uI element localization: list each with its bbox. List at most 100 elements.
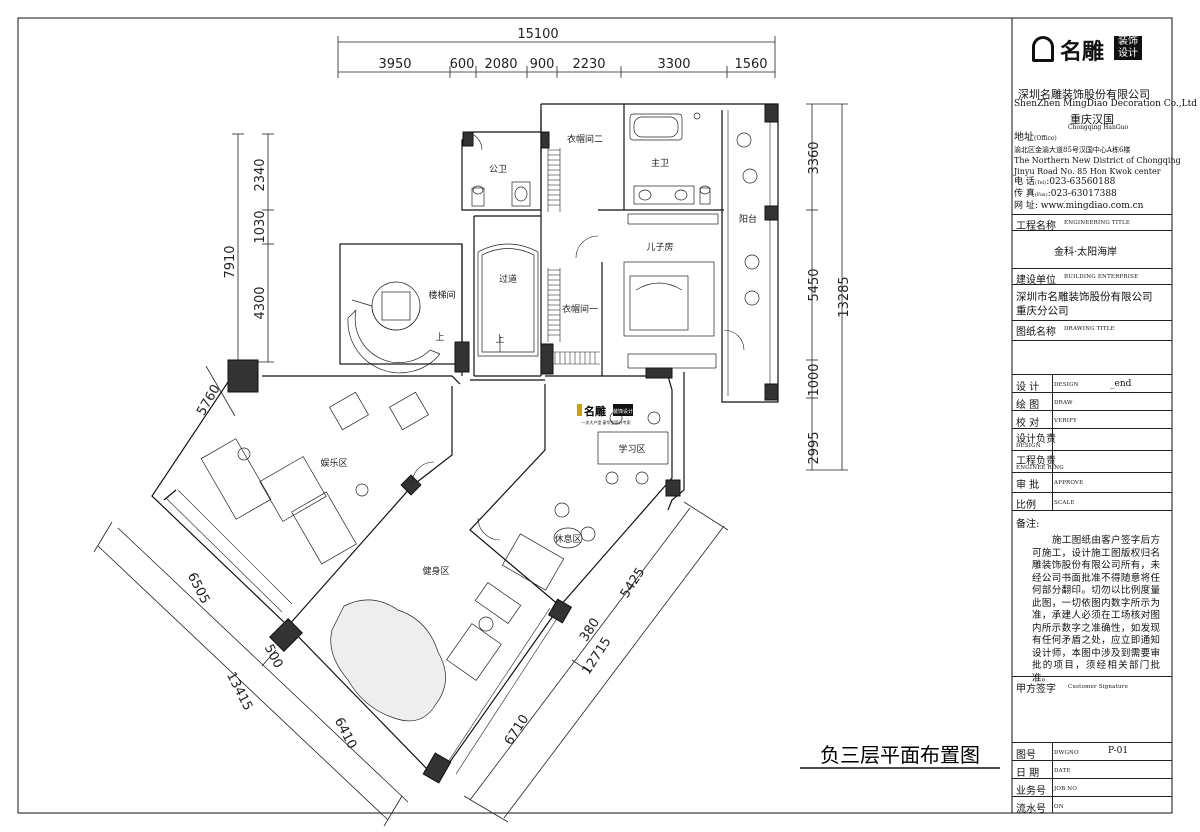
notes-row: 备注: 施工图纸由客户签字后方可施工，设计施工图版权归名雕装饰股份有限公司所有，… [1012,510,1172,684]
room-leisure: 休息区 [554,533,581,545]
dim-top-seg: 2230 [572,57,605,72]
dim-top-seg: 2080 [484,57,517,72]
room-child: 儿子房 [646,241,673,253]
room-closet2: 衣帽间二 [567,133,603,145]
corridor-outline [477,243,539,357]
room-balcony: 阳台 [739,213,757,225]
study-furniture [597,411,669,485]
dim-bl: 13415 [223,670,255,714]
dim-bl: 6505 [184,570,212,606]
dim-right-total: 13285 [837,276,852,317]
design-row: 设 计 DESIGN _end [1012,374,1172,393]
stair-up-label: 上 [435,332,444,343]
title-block: 名雕 装饰设计 深圳名雕装饰股份有限公司 ShenZhen MingDiao D… [1012,18,1197,815]
serial-label: 流水号 [1016,804,1046,815]
room-public-bath: 公卫 [489,164,507,175]
drawing-no-label: 图号 [1016,750,1036,761]
public-bath-fixtures [471,181,531,207]
date-en: DATE [1054,768,1071,774]
eng-lead-label: 工程负责 [1016,456,1056,467]
bottom-right-dimensions [463,501,729,823]
project-row: 工程名称 ENGINEERING TITLE [1012,214,1172,232]
date-row: 日 期 DATE [1012,760,1172,779]
address-en2: Jinyu Road No. 85 Hon Kwok center [1014,167,1161,176]
master-bath-fixtures [629,112,711,205]
address-cn: 渝北区金渝大道85号汉国中心A栋6楼 [1014,146,1131,154]
dim-left-total: 7910 [223,245,238,278]
structural-columns [227,103,779,784]
branch-en: Chongqing HanGuo [1068,124,1129,131]
door-swings [411,131,745,541]
design-value: _end [1110,379,1132,389]
design-label: 设 计 [1016,382,1040,393]
sheet-frame [17,17,1173,814]
check-label: 校 对 [1016,418,1040,429]
inner-logo-name: 名雕 [584,404,606,418]
spiral-stair [347,281,441,374]
fax-label: 传 真 [1014,189,1035,199]
balcony-chairs [736,132,760,306]
design-en: DESIGN [1054,382,1079,388]
dim-top-seg: 1560 [734,57,767,72]
approve-label: 审 批 [1016,480,1040,491]
draw-en: DRAW [1054,400,1073,406]
bottom-left-dimensions [93,521,409,827]
project-value: 金科·太阳海岸 [1054,247,1118,258]
contact-block: 地址(Office) 渝北区金渝大道85号汉国中心A栋6楼 The Northe… [1014,132,1181,212]
room-master-bath: 主卫 [651,157,669,169]
branch-cn: 重庆汉国 [1070,113,1114,126]
dim-right-seg: 5450 [807,268,822,301]
job-en: JOB NO [1054,786,1078,792]
project-en: ENGINEERING TITLE [1064,220,1131,226]
logo-mark-icon [1032,36,1054,62]
notes-label: 备注: [1016,519,1040,530]
dim-left-diag: 5760 [194,382,224,418]
inner-logo-tagline: 一次大户型 豪华型设计专家 [581,419,630,425]
job-row: 业务号 JOB NO [1012,778,1172,797]
drawing-name-blank [1012,340,1172,374]
room-study: 学习区 [618,443,645,455]
sign-col-divider [1052,374,1053,510]
drawing-no-en: DWGNO [1054,750,1079,756]
top-dimensions [337,36,776,78]
entertainment-furniture [200,391,429,565]
scale-row: 比例 SCALE [1012,492,1172,511]
draw-row: 绘 图 DRAW [1012,392,1172,411]
drawing-name-row: 图纸名称 DRAWING TITLE [1012,320,1172,340]
approve-row: 审 批 APPROVE [1012,472,1172,492]
web-label: 网 址 [1014,201,1035,211]
dim-br: 6710 [502,712,533,748]
client-label: 建设单位 [1016,275,1056,286]
right-dimensions [806,103,848,471]
design-lead-en: DESIGN [1016,443,1041,449]
client-value-1: 深圳市名雕装饰股份有限公司 [1016,291,1153,303]
child-room-furniture [623,213,719,369]
design-lead-row: 设计负责 DESIGN [1012,428,1172,450]
notes-text: 施工图纸由客户签字后方可施工，设计施工图版权归名雕装饰股份有限公司所有，未经公司… [1032,535,1160,684]
logo-text: 名雕 [1060,40,1105,65]
room-corridor: 过道 [499,273,517,285]
dim-top-total: 15100 [517,27,558,42]
drawing-title: 负三层平面布置图 [820,743,980,767]
address-en-label: (Office) [1034,135,1057,142]
drawing-no-row: 图号 DWGNO P-01 [1012,742,1172,761]
customer-row: 甲方签字 Customer Signature [1012,676,1172,742]
serial-en: ON [1054,804,1064,810]
tel-value: :023-63560188 [1046,177,1116,187]
client-value-2: 重庆分公司 [1016,305,1069,317]
address-label: 地址 [1014,132,1034,143]
address-en1: The Northern New District of Chongqing [1014,156,1181,165]
stair-up-label: 上 [495,334,504,345]
company-cn: 深圳名雕装饰股份有限公司 [1018,88,1150,101]
leisure-furniture [501,502,596,591]
fax-en: (Fax) [1034,192,1048,198]
scale-label: 比例 [1016,500,1036,511]
dim-right-seg: 2995 [807,431,822,464]
client-value-row: 深圳市名雕装饰股份有限公司 重庆分公司 [1012,284,1172,320]
walls [151,103,779,781]
customer-en: Customer Signature [1068,684,1129,690]
tel-label: 电 话 [1014,177,1035,187]
drawing-label: 图纸名称 [1016,327,1056,338]
